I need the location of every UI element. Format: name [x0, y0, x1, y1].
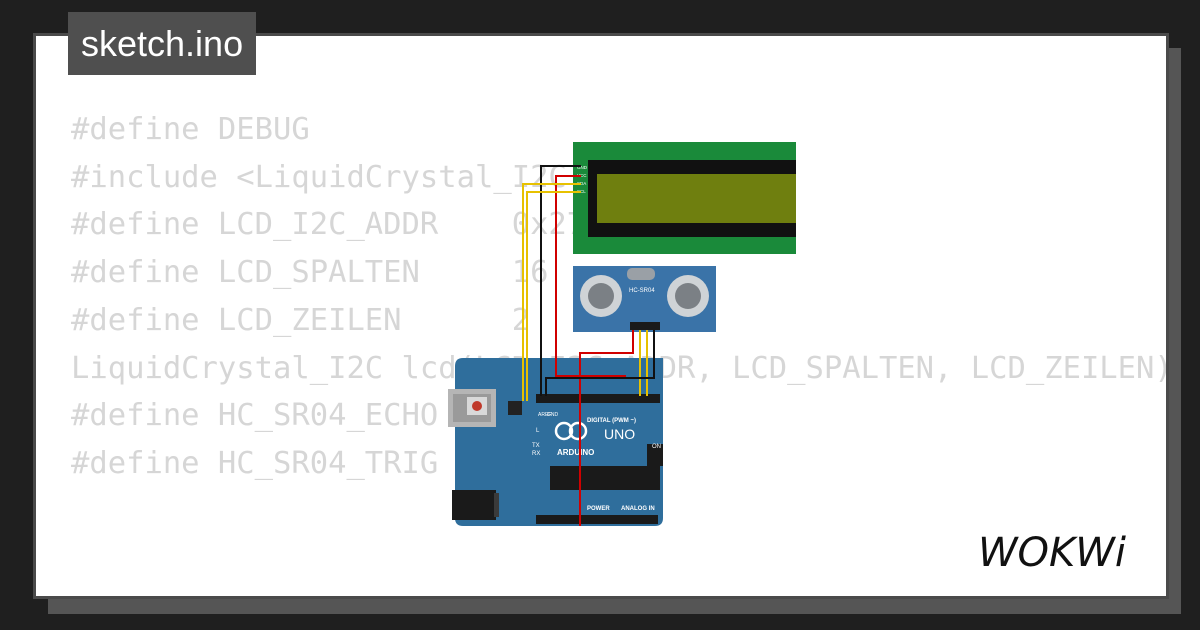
wire-sensor-vcc [579, 330, 634, 526]
lcd-pin-label: VCC [577, 173, 587, 178]
digital-label: DIGITAL (PWM ~) [587, 418, 636, 424]
lcd-pin-label: SCL [577, 189, 586, 194]
lcd-screen [597, 174, 796, 223]
digital-header [536, 394, 660, 403]
file-name-tab: sketch.ino [68, 12, 257, 75]
rx-label: RX [532, 451, 540, 457]
code-line: #define DEBUG [71, 112, 310, 147]
hc-sr04-sensor[interactable]: HC-SR04 [573, 266, 716, 332]
code-line: #define LCD_ZEILEN 2 [71, 302, 531, 338]
lcd-pin-label: GND [577, 165, 588, 170]
power-jack [452, 490, 496, 520]
code-block: #define DEBUG #include <LiquidCrystal_I2C… [71, 106, 1166, 488]
circuit-diagram: UNO ARDUINO DIGITAL (PWM ~) POWER ANALOG… [448, 142, 796, 526]
code-line: #include <LiquidCrystal_I2C.h> [71, 159, 622, 195]
atmega-chip [550, 466, 660, 490]
power-label: POWER [587, 506, 610, 512]
gnd-label: GND [547, 412, 559, 418]
wire-sensor-gnd [545, 330, 655, 396]
wire-scl [526, 191, 581, 401]
brand-label: ARDUINO [557, 448, 594, 457]
sensor-label: HC-SR04 [629, 288, 655, 294]
l-label: L [536, 428, 540, 434]
lcd-pin-label: SDA [577, 181, 586, 186]
wire-vcc [555, 175, 626, 377]
lcd-display[interactable]: GND VCC SDA SCL [573, 142, 796, 254]
aref-label: AREF [538, 412, 551, 418]
arduino-uno[interactable]: UNO ARDUINO DIGITAL (PWM ~) POWER ANALOG… [448, 358, 663, 526]
wokwi-logo: WOKWi [978, 530, 1126, 576]
wire-gnd [540, 165, 581, 396]
code-line: #define HC_SR04_TRIG 3 [71, 445, 531, 481]
power-header [536, 515, 608, 524]
analog-header [614, 515, 658, 524]
tx-label: TX [532, 443, 540, 449]
wire-sda [522, 183, 581, 401]
icsp-header [647, 444, 663, 466]
code-line: #define LCD_SPALTEN 16 [71, 255, 549, 291]
preview-card: #define DEBUG #include <LiquidCrystal_I2C… [33, 33, 1169, 599]
board-label: UNO [604, 426, 635, 442]
on-label: ON [652, 444, 661, 450]
analog-label: ANALOG IN [621, 506, 655, 512]
arduino-logo-icon [554, 421, 574, 441]
wokwi-logo-text: WOKWi [978, 530, 1126, 576]
sensor-pin-header [630, 322, 660, 330]
